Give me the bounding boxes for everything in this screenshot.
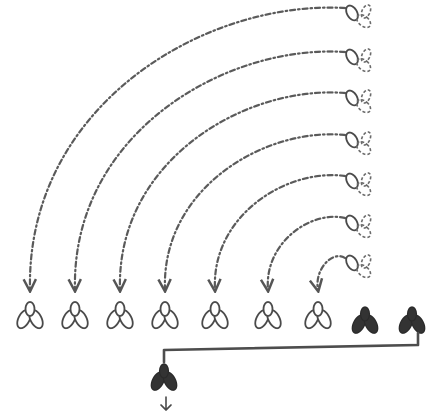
bottom-flower-7 bbox=[304, 301, 332, 330]
solid-flower-2 bbox=[398, 306, 426, 334]
bottom-flower-1 bbox=[16, 301, 44, 330]
arc-path-3 bbox=[120, 91, 347, 290]
right-column-flowers bbox=[345, 4, 372, 279]
arc-path-1 bbox=[30, 6, 347, 290]
arc-path-2 bbox=[75, 50, 347, 290]
solid-flower-3 bbox=[150, 363, 178, 391]
right-flower-6 bbox=[345, 214, 372, 239]
bottom-flower-5 bbox=[201, 301, 229, 330]
down-arrow-icon bbox=[160, 396, 172, 411]
arc-path-5 bbox=[215, 174, 347, 290]
arc-path-6 bbox=[268, 215, 347, 290]
right-flower-2 bbox=[345, 48, 372, 73]
bottom-flower-2 bbox=[61, 301, 89, 330]
bottom-flower-6 bbox=[254, 301, 282, 330]
connector-line bbox=[162, 331, 420, 364]
solid-flower-1 bbox=[351, 306, 379, 334]
right-flower-7 bbox=[345, 254, 372, 279]
right-flower-1 bbox=[345, 4, 372, 29]
bottom-row-flowers bbox=[16, 301, 332, 330]
dotted-arc-paths bbox=[30, 6, 347, 290]
solid-flowers bbox=[150, 306, 426, 391]
bottom-flower-4 bbox=[151, 301, 179, 330]
right-flower-3 bbox=[345, 89, 372, 114]
arc-path-4 bbox=[165, 133, 347, 290]
right-flower-5 bbox=[345, 172, 372, 197]
right-flower-4 bbox=[345, 131, 372, 156]
arc-path-7 bbox=[317, 255, 347, 290]
bottom-flower-3 bbox=[106, 301, 134, 330]
